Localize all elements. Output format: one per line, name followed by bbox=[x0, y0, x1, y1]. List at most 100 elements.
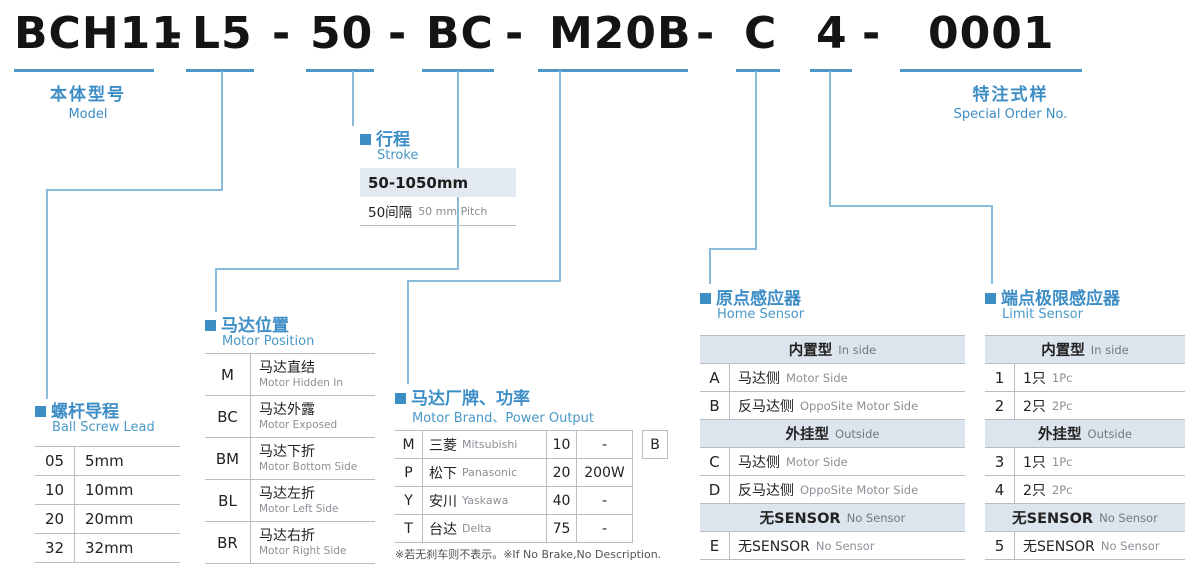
label-cell: 马达侧 Motor Side bbox=[730, 364, 965, 391]
code-cell: 20 bbox=[35, 505, 75, 533]
table-row: P 松下 Panasonic 20 200W bbox=[395, 459, 633, 487]
value-cell: 5mm bbox=[85, 452, 124, 470]
label-en: Motor Side bbox=[786, 454, 848, 469]
brake-note-en: ※If No Brake,No Description. bbox=[503, 548, 662, 561]
label-cell: 反马达侧 OppoSite Motor Side bbox=[730, 392, 965, 419]
sensor-option-row: 2 2只 2Pc bbox=[985, 392, 1185, 420]
desc-zh: 马达右折 bbox=[259, 528, 315, 544]
header-en: No Sensor bbox=[1099, 510, 1158, 525]
brand-en: Yaskawa bbox=[462, 494, 509, 507]
code-cell: BR bbox=[205, 522, 251, 563]
value-cell: 10mm bbox=[85, 481, 134, 499]
connector-line bbox=[215, 268, 217, 312]
label-zh: 马达侧 bbox=[738, 370, 780, 387]
desc-en: Motor Exposed bbox=[259, 419, 338, 431]
label-cell: 1只 1Pc bbox=[1015, 364, 1185, 391]
table-row: Y 安川 Yaskawa 40 - bbox=[395, 487, 633, 515]
header-en: In side bbox=[838, 342, 877, 357]
table-row: M 马达直结 Motor Hidden In bbox=[205, 354, 375, 396]
sensor-option-row: 5 无SENSOR No Sensor bbox=[985, 532, 1185, 560]
label-zh: 反马达侧 bbox=[738, 482, 794, 499]
header-zh: 无SENSOR bbox=[1012, 511, 1094, 527]
code-cell: BL bbox=[205, 480, 251, 521]
label-en: OppoSite Motor Side bbox=[800, 482, 919, 497]
section-title-zh: 马达位置 bbox=[221, 316, 289, 336]
sensor-group-header: 外挂型 Outside bbox=[700, 420, 965, 448]
power-code-cell: 10 bbox=[547, 431, 577, 458]
connector-line bbox=[709, 248, 757, 250]
code-cell: D bbox=[700, 476, 730, 503]
segment-underline bbox=[538, 69, 688, 72]
header-zh: 无SENSOR bbox=[759, 511, 841, 527]
model-code-segment: C bbox=[744, 8, 778, 59]
header-zh: 内置型 bbox=[1041, 343, 1085, 359]
connector-line bbox=[991, 205, 993, 284]
connector-line bbox=[829, 71, 831, 207]
special-order-label-zh: 特注式样 bbox=[972, 85, 1049, 105]
bullet-square-icon bbox=[360, 134, 371, 145]
segment-underline bbox=[306, 69, 374, 72]
table-row: 05 5mm bbox=[35, 447, 180, 476]
model-code-dash: - bbox=[272, 8, 292, 59]
label-cell: 反马达侧 OppoSite Motor Side bbox=[730, 476, 965, 503]
code-cell: 05 bbox=[35, 447, 75, 475]
section-title-zh: 原点感应器 bbox=[716, 289, 801, 309]
section-title-en: Limit Sensor bbox=[1002, 307, 1083, 322]
table-row: 32 32mm bbox=[35, 534, 180, 563]
section-title-en: Ball Screw Lead bbox=[52, 420, 155, 435]
label-zh: 2只 bbox=[1023, 398, 1046, 415]
segment-underline bbox=[810, 69, 852, 72]
desc-en: Motor Left Side bbox=[259, 503, 339, 515]
code-cell: BM bbox=[205, 438, 251, 479]
code-cell: BC bbox=[205, 396, 251, 437]
pitch-zh: 50间隔 bbox=[368, 205, 413, 221]
model-code-dash: - bbox=[505, 8, 525, 59]
sensor-option-row: 1 1只 1Pc bbox=[985, 364, 1185, 392]
home-sensor-section-title: 原点感应器 bbox=[700, 284, 801, 309]
power-code-cell: 20 bbox=[547, 459, 577, 486]
label-en: 1Pc bbox=[1051, 454, 1073, 469]
model-label-zh: 本体型号 bbox=[50, 85, 126, 105]
brand-cell: 安川 Yaskawa bbox=[423, 487, 547, 514]
model-code-dash: - bbox=[696, 8, 716, 59]
desc-en: Motor Bottom Side bbox=[259, 461, 358, 473]
desc-zh: 马达直结 bbox=[259, 360, 315, 376]
code-cell: 2 bbox=[985, 392, 1015, 419]
home-sensor-table: 内置型 In side A 马达侧 Motor Side B 反马达侧 Oppo… bbox=[700, 335, 965, 560]
table-row: BL 马达左折 Motor Left Side bbox=[205, 480, 375, 522]
connector-line bbox=[407, 280, 409, 384]
connector-line bbox=[559, 71, 561, 282]
pitch-en: 50 mm Pitch bbox=[418, 204, 488, 218]
desc-zh: 马达外露 bbox=[259, 402, 315, 418]
code-cell: E bbox=[700, 532, 730, 559]
sensor-group-header: 外挂型 Outside bbox=[985, 420, 1185, 448]
motor-position-section-title: 马达位置 bbox=[205, 311, 289, 336]
sensor-group-header: 无SENSOR No Sensor bbox=[985, 504, 1185, 532]
brand-cell: 松下 Panasonic bbox=[423, 459, 547, 486]
power-code-cell: 40 bbox=[547, 487, 577, 514]
label-cell: 无SENSOR No Sensor bbox=[730, 532, 965, 559]
special-order-label-en: Special Order No. bbox=[953, 107, 1068, 122]
header-zh: 外挂型 bbox=[785, 427, 830, 443]
code-cell: B bbox=[700, 392, 730, 419]
connector-line bbox=[407, 280, 561, 282]
section-title-en: Home Sensor bbox=[717, 307, 805, 322]
sensor-group-header: 内置型 In side bbox=[985, 336, 1185, 364]
connector-line bbox=[829, 205, 993, 207]
description-cell: 马达下折 Motor Bottom Side bbox=[251, 438, 375, 479]
motor-position-table: M 马达直结 Motor Hidden In BC 马达外露 Motor Exp… bbox=[205, 353, 375, 564]
bullet-square-icon bbox=[985, 293, 996, 304]
label-zh: 2只 bbox=[1023, 482, 1046, 499]
bullet-square-icon bbox=[35, 406, 46, 417]
code-cell: Y bbox=[395, 487, 423, 514]
stroke-section-title: 行程 bbox=[360, 125, 410, 150]
description-cell: 马达左折 Motor Left Side bbox=[251, 480, 375, 521]
special-order-label: 特注式样 Special Order No. bbox=[918, 80, 1103, 122]
model-label-en: Model bbox=[68, 107, 108, 122]
motor-brand-section-title: 马达厂牌、功率 bbox=[395, 384, 530, 409]
limit-sensor-section-title: 端点极限感应器 bbox=[985, 284, 1120, 309]
header-zh: 外挂型 bbox=[1038, 427, 1082, 443]
label-en: 2Pc bbox=[1051, 398, 1073, 413]
code-cell: 32 bbox=[35, 534, 75, 562]
